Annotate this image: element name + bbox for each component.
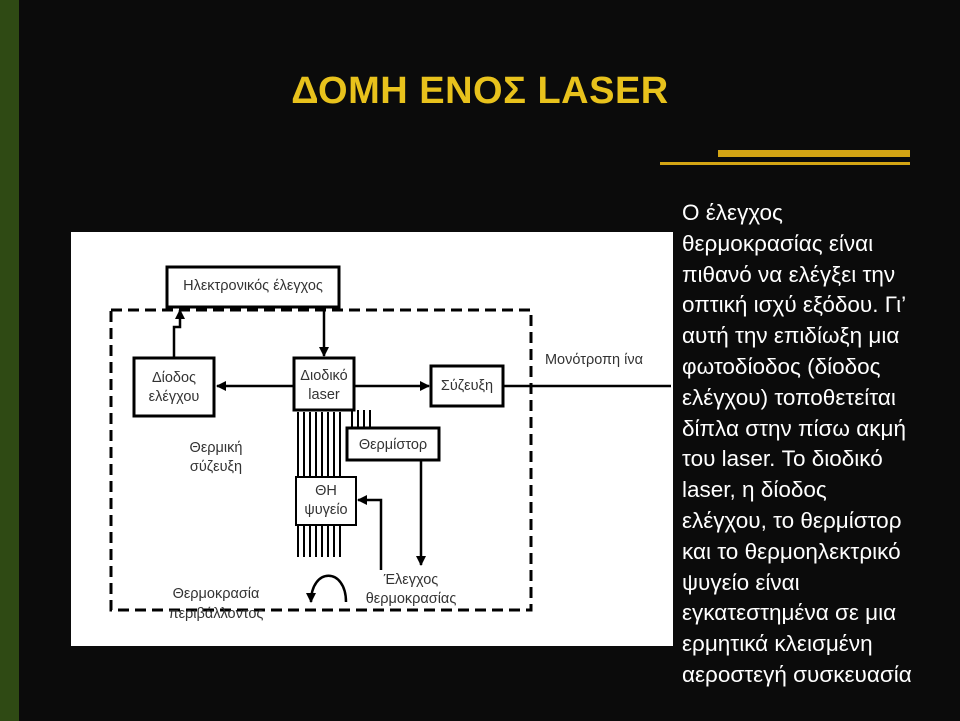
electronic-control-label: Ηλεκτρονικός έλεγχος — [183, 278, 323, 294]
laser-diode-label-2: laser — [308, 387, 340, 403]
side-accent-bar — [0, 0, 19, 721]
description-text: Ο έλεγχος θερμοκρασίας είναι πιθανό να ε… — [682, 200, 912, 687]
control-diode-box — [132, 356, 216, 418]
temp-control-label-1: Έλεγχος — [383, 572, 439, 588]
te-cooler-box — [295, 476, 357, 526]
gold-divider-thin — [660, 162, 910, 165]
thermistor-box — [345, 426, 441, 462]
te-cooler-label-1: ΘΗ — [315, 483, 337, 499]
signal-arrows — [172, 307, 671, 603]
heat-sink-fins-right — [351, 410, 371, 428]
laser-diode-label-1: Διοδικό — [300, 368, 347, 384]
electronic-control-box — [165, 265, 341, 309]
laser-structure-diagram: Ηλεκτρονικός έλεγχος Δίοδος ελέγχου Διοδ… — [71, 232, 673, 646]
thermistor-label: Θερμίστορ — [359, 437, 427, 453]
control-diode-label-2: ελέγχου — [149, 389, 200, 405]
thermal-coupling-label-1: Θερμική — [190, 440, 243, 456]
slide-title: ΔΟΜΗ ΕΝΟΣ LASER — [291, 70, 669, 112]
control-diode-label-1: Δίοδος — [152, 370, 196, 386]
te-cooler-label-2: ψυγείο — [304, 502, 347, 518]
ambient-temp-label-1: Θερμοκρασία — [173, 586, 260, 602]
thermal-coupling-label-2: σύζευξη — [190, 459, 242, 475]
ambient-temp-label-2: περιβάλλοντος — [169, 606, 264, 622]
hermetic-package-outline — [109, 308, 533, 612]
temp-control-label-2: θερμοκρασίας — [366, 591, 457, 607]
single-mode-fiber-label: Μονότροπη ίνα — [545, 352, 643, 368]
coupling-label: Σύζευξη — [441, 378, 493, 394]
gold-divider-thick — [718, 150, 910, 157]
